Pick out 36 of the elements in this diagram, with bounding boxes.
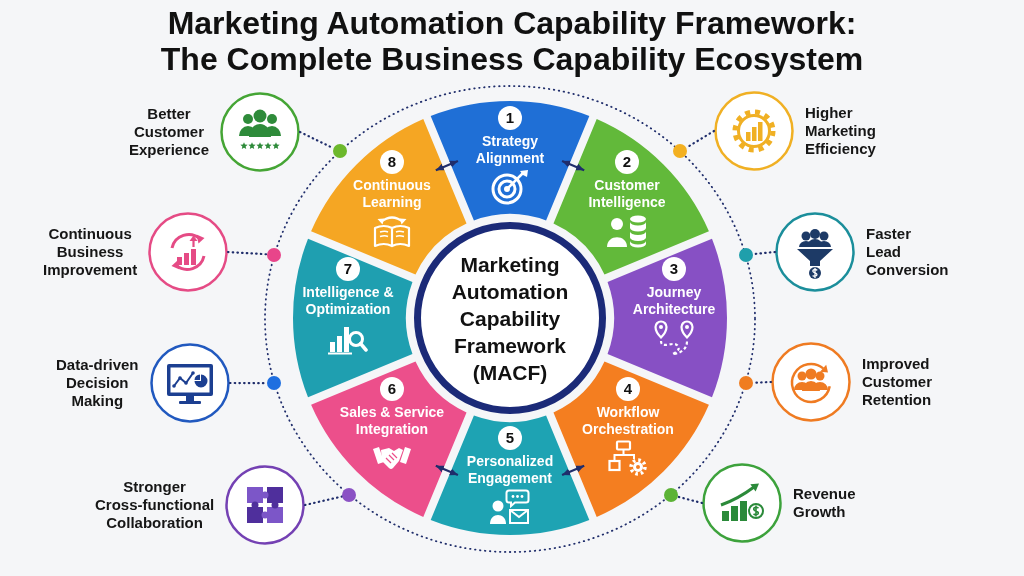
outcome-label: Better Customer Experience <box>129 105 210 159</box>
dotted-line <box>226 250 269 256</box>
dotted-line <box>685 129 716 149</box>
dot-icon <box>673 144 688 159</box>
segment-title: Customer Intelligence <box>587 177 667 211</box>
outcome-label: Data-driven Decision Making <box>56 356 139 410</box>
segment-title: Strategy Alignment <box>475 133 545 167</box>
double-headed-arrow <box>435 464 459 477</box>
dot-icon <box>267 247 282 262</box>
outcome-label: Faster Lead Conversion <box>866 225 949 279</box>
segment-title: Intelligence & Optimization <box>301 284 395 318</box>
dotted-line <box>676 495 704 505</box>
dot-icon <box>738 376 753 391</box>
wheel-segment <box>607 238 727 398</box>
outcome-label: Improved Customer Retention <box>862 355 932 409</box>
dot-icon <box>332 144 347 159</box>
segment-title: Workflow Orchestration <box>581 404 675 438</box>
double-headed-arrow <box>561 159 585 172</box>
hub-title: Marketing Automation Capability Framework (MACF) <box>451 251 569 386</box>
outcome-label: Higher Marketing Efficiency <box>805 104 876 158</box>
dot-icon <box>663 487 678 502</box>
double-headed-arrow <box>561 464 585 477</box>
dotted-line <box>303 495 344 507</box>
dot-icon <box>738 247 753 262</box>
dot-icon <box>267 376 282 391</box>
segment-title: Continuous Learning <box>352 177 432 211</box>
outcome-label: Continuous Business Improvement <box>43 225 138 279</box>
segment-title: Journey Architecture <box>632 284 716 318</box>
segment-title: Sales & Service Integration <box>339 404 445 438</box>
wheel-segment <box>293 238 413 398</box>
title: Marketing Automation Capability Framework: The Complete Business Capability Ecosystem <box>160 5 864 77</box>
outcome-label: Stronger Cross-functional Collaboration <box>95 478 215 532</box>
dot-icon <box>342 487 357 502</box>
segment-title: Personalized Engagement <box>466 453 554 487</box>
outcome-label: Revenue Growth <box>793 485 856 521</box>
double-headed-arrow <box>435 159 459 172</box>
